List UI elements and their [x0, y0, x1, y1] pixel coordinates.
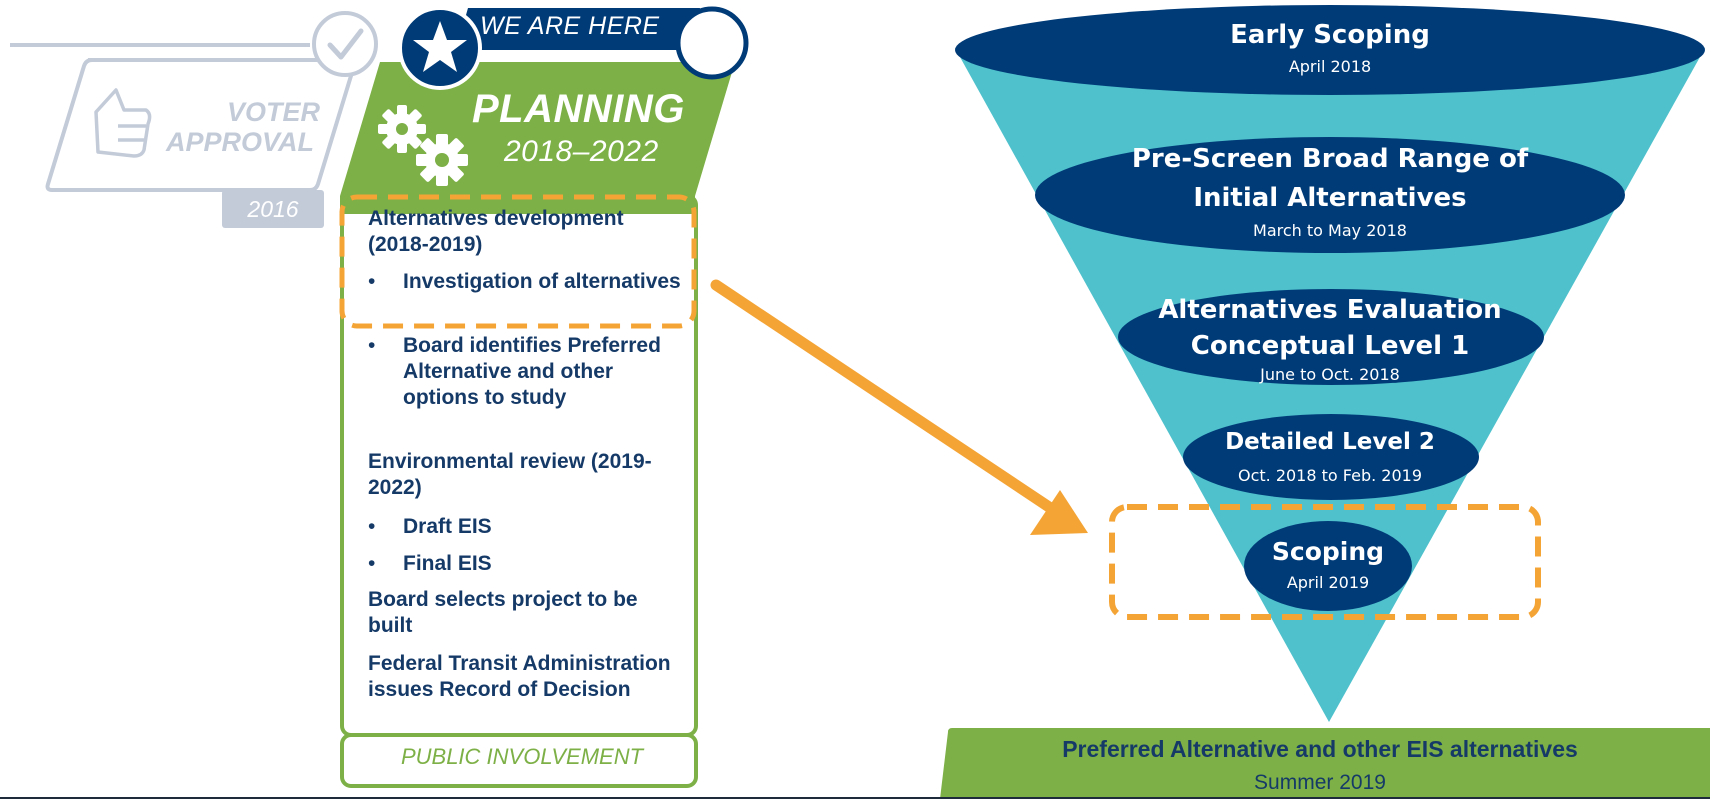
- voter-approval-card: [10, 11, 378, 192]
- funnel-stage-3-ellipse: [1118, 289, 1544, 385]
- planning-years: 2018–2022: [504, 135, 659, 168]
- highlight-box-right: [1109, 504, 1541, 620]
- funnel-stage-4-ellipse: [1183, 414, 1479, 500]
- bullet-glyph: •: [368, 552, 376, 575]
- public-involvement-box: [340, 733, 698, 788]
- list-bullet-4: Final EIS: [403, 552, 492, 575]
- stage-1-date: April 2018: [1288, 57, 1372, 76]
- planning-banner: [340, 62, 735, 214]
- bullet-glyph: •: [368, 270, 376, 293]
- stage-4-title: Detailed Level 2: [1225, 429, 1435, 455]
- funnel-stage-5-ellipse: [1244, 521, 1412, 611]
- stage-3-title-line-1: Alternatives Evaluation: [1158, 295, 1502, 325]
- stage-3-date: June to Oct. 2018: [1260, 365, 1400, 384]
- list-heading-3: Board selects project to be built: [368, 588, 638, 637]
- list-bullet-3: Draft EIS: [403, 515, 492, 538]
- funnel-stage-2-ellipse: [1035, 137, 1625, 253]
- public-involvement-label: PUBLIC INVOLVEMENT: [400, 744, 644, 769]
- stage-2-title-line-1: Pre-Screen Broad Range of: [1131, 144, 1529, 174]
- funnel-stage-1-ellipse: [955, 5, 1705, 95]
- voter-line-2: APPROVAL: [165, 127, 314, 157]
- list-bullet-1: Investigation of alternatives: [403, 270, 681, 293]
- result-date: Summer 2019: [1254, 771, 1386, 794]
- we-are-here-tag: [398, 6, 749, 90]
- gears-icon: [378, 105, 468, 186]
- bullet-glyph: •: [368, 334, 376, 357]
- stage-2-date: March to May 2018: [1253, 221, 1407, 240]
- thumbs-up-icon: [94, 88, 152, 158]
- stage-4-date: Oct. 2018 to Feb. 2019: [1237, 466, 1422, 485]
- highlight-box-left: [339, 194, 697, 329]
- stage-5-title: Scoping: [1271, 537, 1385, 566]
- list-heading-1: Alternatives development (2018-2019): [368, 207, 624, 256]
- planning-title: PLANNING: [472, 87, 685, 131]
- result-title: Preferred Alternative and other EIS alte…: [1062, 736, 1578, 762]
- stage-2-title-line-2: Initial Alternatives: [1193, 183, 1467, 213]
- list-heading-2: Environmental review (2019-2022): [368, 450, 652, 499]
- voter-line-1: VOTER: [226, 97, 320, 127]
- we-are-here-label: WE ARE HERE: [480, 12, 660, 40]
- result-bar: [940, 728, 1710, 799]
- stage-1-title: Early Scoping: [1230, 20, 1430, 50]
- arrow-icon: [710, 279, 1088, 535]
- bullet-glyph: •: [368, 515, 376, 538]
- list-bullet-2: Board identifies Preferred Alternative a…: [403, 334, 661, 409]
- voter-year-badge: 2016: [222, 190, 324, 228]
- funnel: [955, 5, 1705, 722]
- stage-3-title-line-2: Conceptual Level 1: [1190, 331, 1470, 361]
- check-icon: [312, 11, 378, 77]
- list-heading-4: Federal Transit Administration issues Re…: [368, 652, 671, 701]
- stage-5-date: April 2019: [1286, 573, 1370, 592]
